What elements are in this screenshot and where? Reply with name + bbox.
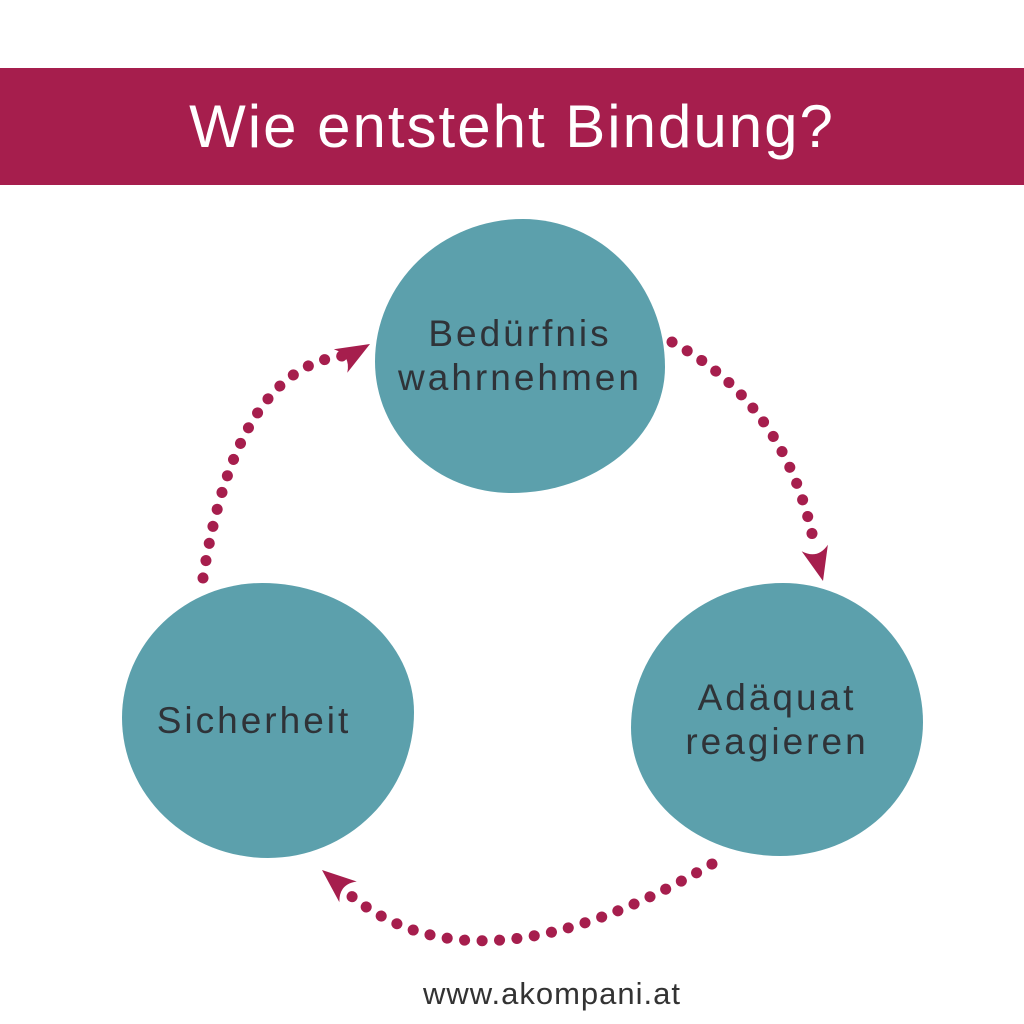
node-beduerfnis-wahrnehmen: Bedürfnis wahrnehmen [375,219,665,493]
dotted-arc-right-to-left [344,858,718,947]
node-label-line: wahrnehmen [398,357,642,398]
node-sicherheit: Sicherheit [122,583,414,858]
page-title: Wie entsteht Bindung? [189,93,835,160]
arrowhead-into-top-node [333,344,370,373]
node-label-line: reagieren [685,720,869,762]
arrowhead-into-right-node [801,544,828,581]
arrowhead-into-left-node [322,870,357,903]
footer: www.akompani.at [423,976,681,1012]
node-adaequat-reagieren: Adäquat reagieren [631,583,923,856]
node-label-line: Adäquat [697,676,857,718]
dotted-arc-top-to-right [666,336,821,554]
node-label-line: Bedürfnis [428,313,612,355]
title-banner: Wie entsteht Bindung? [0,68,1024,185]
node-label-line: Sicherheit [156,699,352,741]
dotted-arc-left-to-top [197,350,348,584]
website-url: www.akompani.at [423,976,681,1011]
